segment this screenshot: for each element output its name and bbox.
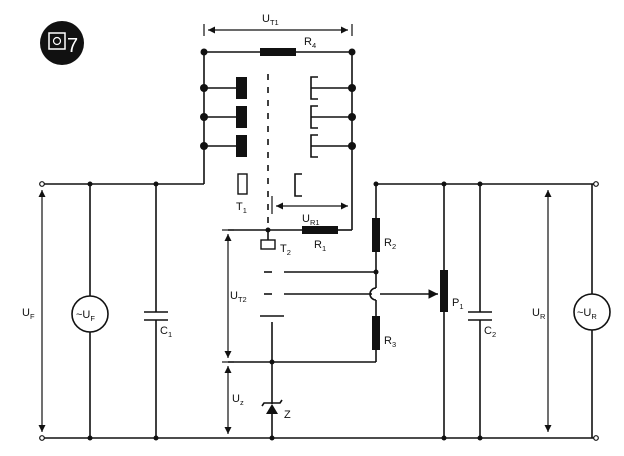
terminal-top-right	[593, 181, 599, 187]
label-uz: Uz	[232, 393, 244, 407]
label-z: Z	[284, 409, 291, 421]
tube-cathode-3	[236, 135, 247, 157]
label-t1: T1	[236, 201, 247, 215]
label-r1: R1	[314, 239, 326, 253]
figure-number: 7	[67, 35, 78, 57]
label-c2: C2	[484, 325, 496, 339]
t1-box	[200, 48, 356, 232]
input-side	[38, 181, 168, 441]
label-c1: C1	[160, 325, 172, 339]
tube-cathode-t2	[260, 239, 276, 250]
zener-branch	[222, 229, 376, 441]
main-wires	[39, 181, 599, 441]
terminal-bottom-right	[593, 435, 599, 441]
control-network	[228, 181, 448, 441]
label-uf-source: ~UF	[76, 309, 95, 323]
label-uf: UF	[22, 307, 35, 321]
tube-cathode-t1	[237, 173, 248, 195]
tube-anodes	[294, 76, 356, 197]
label-ut2: UT2	[230, 290, 247, 304]
label-r3: R3	[384, 335, 396, 349]
tube-cathode-2	[236, 106, 247, 128]
resistor-r2	[372, 218, 380, 252]
resistor-r1	[302, 226, 338, 234]
terminal-top-left	[39, 181, 45, 187]
resistor-r3	[372, 316, 380, 350]
terminal-bottom-left	[39, 435, 45, 441]
tube-cathode-1	[236, 77, 247, 99]
potentiometer-p1	[440, 270, 448, 312]
output-side	[468, 181, 611, 441]
label-ut1: UT1	[262, 13, 279, 27]
figure-badge: 7	[40, 21, 84, 65]
resistor-r4	[260, 48, 296, 56]
label-ur1: UR1	[302, 213, 320, 227]
label-ur-source: ~UR	[577, 307, 597, 321]
ur1-dimension	[271, 196, 348, 214]
label-p1: P1	[452, 297, 464, 311]
camera-icon	[48, 32, 66, 50]
zener-diode-z	[266, 404, 278, 414]
label-r2: R2	[384, 237, 396, 251]
label-ur: UR	[532, 307, 546, 321]
label-r4: R4	[304, 36, 316, 50]
label-t2: T2	[280, 243, 291, 257]
ut1-dimension	[203, 24, 353, 36]
labels: UT1 R4 T1 UR1 R1 T2 R2 UT2 P1 R3 Uz Z UF…	[22, 13, 597, 421]
